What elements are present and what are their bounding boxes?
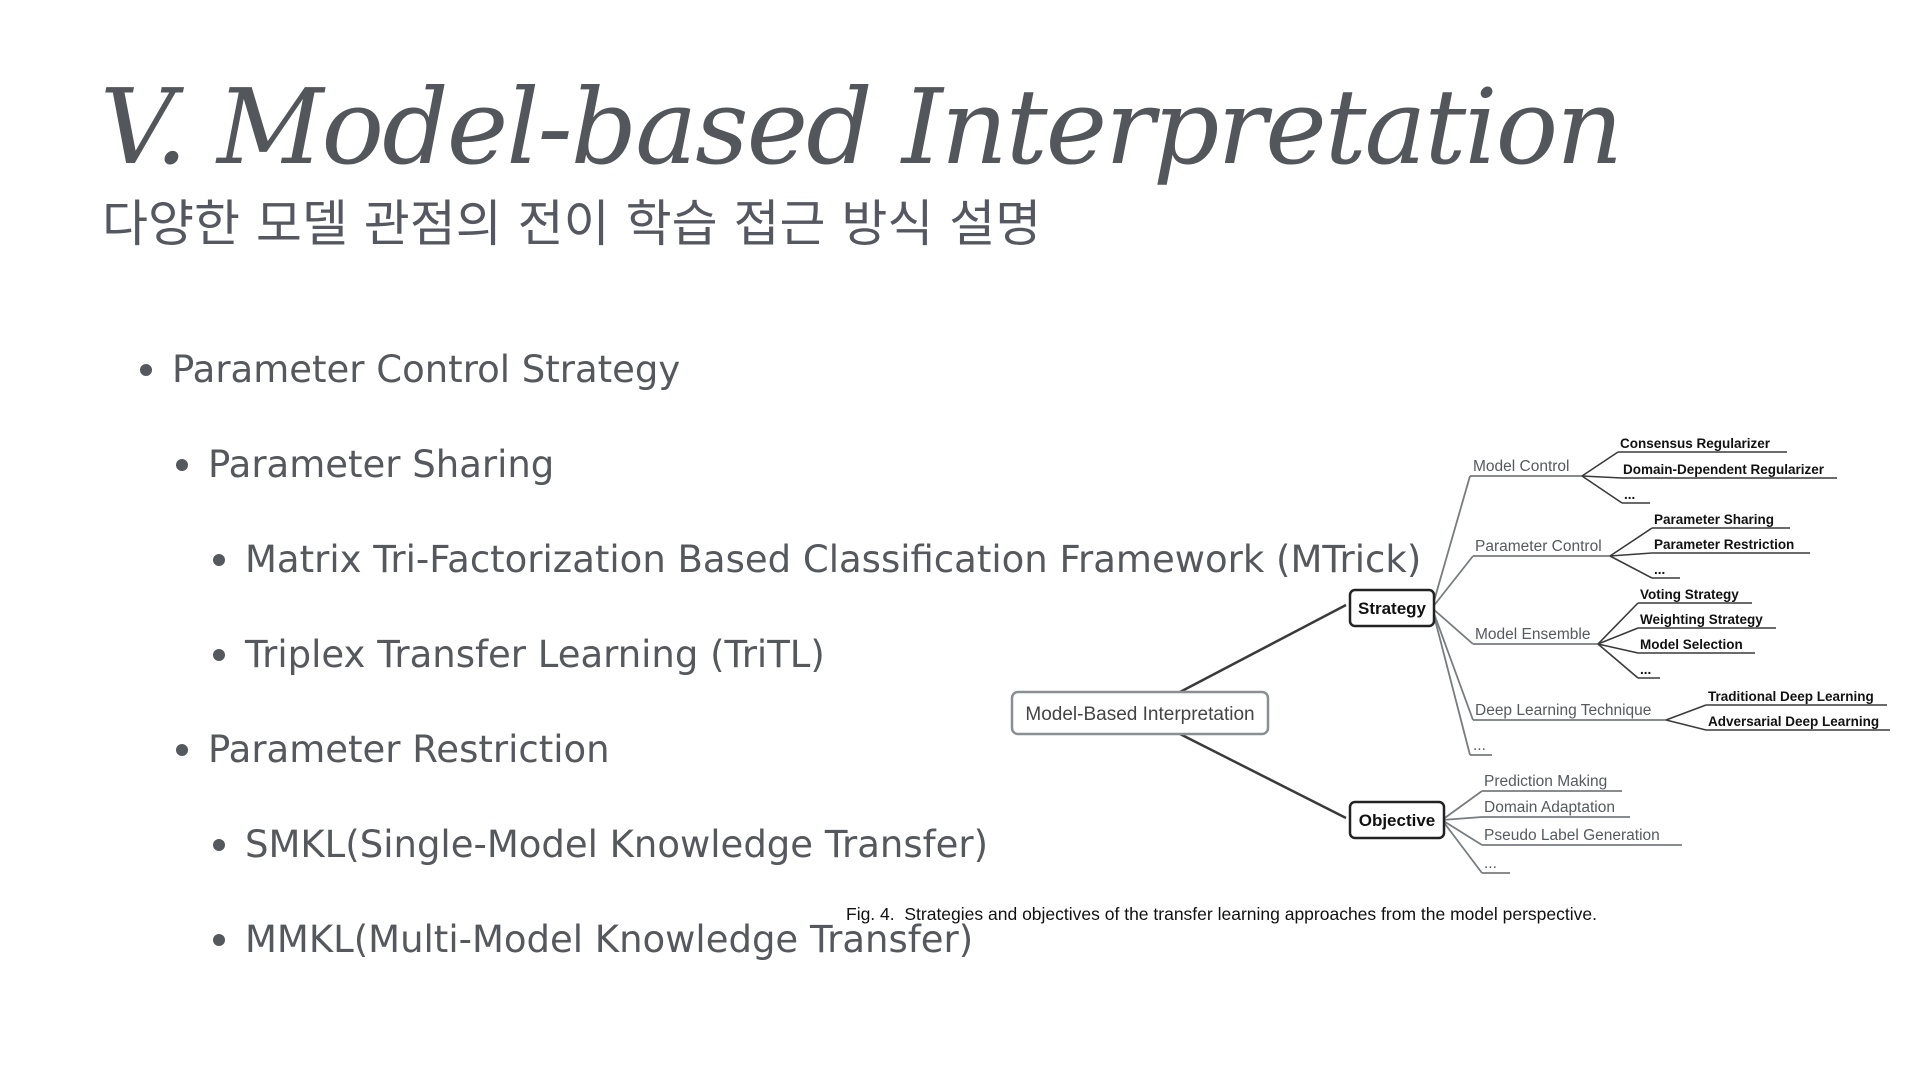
leaf-label: Parameter Sharing — [1654, 512, 1774, 527]
slide-title: V. Model-based Interpretation — [100, 66, 1623, 188]
leaf-label: ... — [1640, 662, 1651, 677]
bullet-text: SMKL(Single-Model Knowledge Transfer) — [245, 823, 989, 866]
root-connectors — [1179, 603, 1347, 820]
leaf-label: Consensus Regularizer — [1620, 436, 1771, 451]
bullet-dot — [176, 459, 188, 471]
bullet-item: Parameter Control Strategy — [140, 346, 681, 394]
bullet-text: Parameter Restriction — [208, 728, 610, 771]
bullet-dot — [176, 744, 188, 756]
leaf-connectors — [1581, 451, 1890, 731]
leaf-label: ... — [1624, 487, 1635, 502]
branch-label: Model Ensemble — [1475, 626, 1590, 643]
branch-label: Model Control — [1473, 458, 1570, 475]
strategy-leaf-labels: Consensus Regularizer Domain-Dependent R… — [1620, 436, 1879, 729]
leaf-label: Voting Strategy — [1640, 587, 1739, 602]
objective-connectors — [1441, 790, 1682, 874]
strategy-label: Strategy — [1358, 599, 1427, 618]
leaf-label: Adversarial Deep Learning — [1708, 714, 1879, 729]
leaf-label: Domain Adaptation — [1484, 799, 1615, 816]
objective-label: Objective — [1359, 811, 1436, 830]
bullet-item: SMKL(Single-Model Knowledge Transfer) — [213, 821, 989, 869]
leaf-label: Model Selection — [1640, 637, 1743, 652]
bullet-text: Parameter Sharing — [208, 443, 555, 486]
bullet-dot — [213, 649, 225, 661]
slide-subtitle: 다양한 모델 관점의 전이 학습 접근 방식 설명 — [102, 195, 1042, 253]
leaf-label: Prediction Making — [1484, 773, 1607, 790]
leaf-label: Parameter Restriction — [1654, 537, 1794, 552]
branch-label: ... — [1473, 737, 1486, 754]
bullet-text: Matrix Tri-Factorization Based Classific… — [245, 538, 1422, 581]
branch-label: Parameter Control — [1475, 538, 1602, 555]
bullet-item: Triplex Transfer Learning (TriTL) — [213, 631, 825, 679]
root-node: Model-Based Interpretation — [1010, 690, 1270, 736]
bullet-dot — [213, 554, 225, 566]
objective-node: Objective — [1348, 800, 1446, 840]
strategy-branch-labels: Model Control Parameter Control Model En… — [1473, 458, 1651, 754]
leaf-label: Traditional Deep Learning — [1708, 689, 1874, 704]
figure-caption: Fig. 4. Strategies and objectives of the… — [846, 904, 1597, 924]
leaf-label: Weighting Strategy — [1640, 612, 1763, 627]
strategy-connectors — [1431, 475, 1666, 756]
leaf-label: Pseudo Label Generation — [1484, 827, 1660, 844]
bullet-text: Parameter Control Strategy — [172, 348, 681, 391]
objective-leaf-labels: Prediction Making Domain Adaptation Pseu… — [1484, 773, 1660, 872]
bullet-dot — [213, 839, 225, 851]
bullet-text: MMKL(Multi-Model Knowledge Transfer) — [245, 918, 974, 961]
strategy-node: Strategy — [1348, 588, 1436, 628]
bullet-item: Matrix Tri-Factorization Based Classific… — [213, 536, 1422, 584]
bullet-item: MMKL(Multi-Model Knowledge Transfer) — [213, 916, 974, 964]
leaf-label: ... — [1654, 562, 1665, 577]
leaf-label: Domain-Dependent Regularizer — [1623, 462, 1825, 477]
bullet-text: Triplex Transfer Learning (TriTL) — [245, 633, 825, 676]
bullet-dot — [140, 364, 152, 376]
branch-label: Deep Learning Technique — [1475, 702, 1651, 719]
leaf-label: ... — [1484, 855, 1497, 872]
bullet-item: Parameter Sharing — [176, 441, 555, 489]
bullet-item: Parameter Restriction — [176, 726, 610, 774]
root-label: Model-Based Interpretation — [1025, 704, 1254, 725]
bullet-dot — [213, 934, 225, 946]
